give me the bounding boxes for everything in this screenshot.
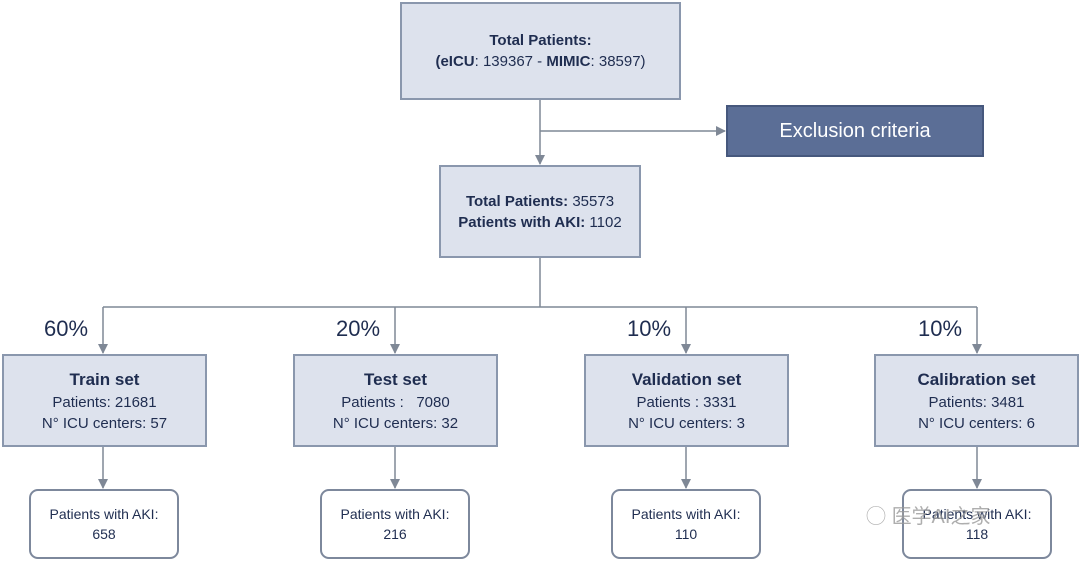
train-aki-box: Patients with AKI: 658: [29, 489, 179, 559]
total-patients-box: Total Patients: (eICU: 139367 - MIMIC: 3…: [400, 2, 681, 100]
test-set-title: Test set: [364, 369, 427, 389]
train-aki-label: Patients with AKI:: [49, 506, 159, 522]
watermark-text: 医学AI之家: [891, 506, 991, 528]
test-aki-label: Patients with AKI:: [340, 506, 450, 522]
train-set-title: Train set: [69, 369, 140, 389]
validation-set-patients: Patients : 3331: [636, 393, 737, 411]
validation-aki-box: Patients with AKI: 110: [611, 489, 761, 559]
filtered-patients-box: Total Patients: 35573 Patients with AKI:…: [439, 165, 641, 258]
test-set-box: Test set Patients : 7080 N° ICU centers:…: [293, 354, 498, 447]
total-patients-title: Total Patients:: [489, 32, 592, 49]
eicu-label: eICU: [440, 53, 475, 70]
validation-percent: 10%: [627, 316, 672, 341]
train-percent: 60%: [44, 316, 89, 341]
calibration-aki-box: Patients with AKI: 118: [902, 489, 1052, 559]
watermark: ◯ 医学AI之家: [866, 500, 990, 529]
mimic-label: MIMIC: [546, 53, 591, 70]
test-percent: 20%: [336, 316, 381, 341]
calibration-aki-label: Patients with AKI:: [922, 506, 1032, 522]
train-set-centers: N° ICU centers: 57: [41, 414, 168, 432]
exclusion-criteria-box: Exclusion criteria: [726, 105, 984, 157]
test-set-centers: N° ICU centers: 32: [332, 414, 459, 432]
test-aki-value: 216: [383, 526, 407, 542]
validation-aki-label: Patients with AKI:: [631, 506, 741, 522]
train-aki-value: 658: [92, 526, 116, 542]
calibration-set-patients: Patients: 3481: [928, 393, 1025, 411]
mimic-value: : 38597): [590, 53, 646, 70]
filtered-total-value: 35573: [568, 192, 615, 210]
filtered-total-label: Total Patients:: [465, 192, 569, 210]
train-set-patients: Patients: 21681: [52, 393, 157, 411]
filtered-aki-value: 1102: [585, 213, 622, 231]
calibration-aki-value: 118: [965, 526, 989, 542]
filtered-aki-label: Patients with AKI:: [458, 213, 586, 231]
eicu-value: : 139367 -: [474, 53, 547, 70]
train-set-box: Train set Patients: 21681 N° ICU centers…: [2, 354, 207, 447]
test-aki-box: Patients with AKI: 216: [320, 489, 470, 559]
source-counts: (eICU: 139367 - MIMIC: 38597): [435, 53, 646, 70]
calibration-set-box: Calibration set Patients: 3481 N° ICU ce…: [874, 354, 1079, 447]
calibration-set-title: Calibration set: [917, 369, 1036, 389]
watermark-logo-icon: ◯: [866, 506, 886, 528]
validation-set-box: Validation set Patients : 3331 N° ICU ce…: [584, 354, 789, 447]
validation-set-centers: N° ICU centers: 3: [628, 414, 745, 432]
validation-aki-value: 110: [674, 526, 698, 542]
calibration-percent: 10%: [918, 316, 963, 341]
calibration-set-centers: N° ICU centers: 6: [918, 414, 1035, 432]
validation-set-title: Validation set: [631, 369, 742, 389]
test-set-patients: Patients : 7080: [341, 393, 450, 411]
